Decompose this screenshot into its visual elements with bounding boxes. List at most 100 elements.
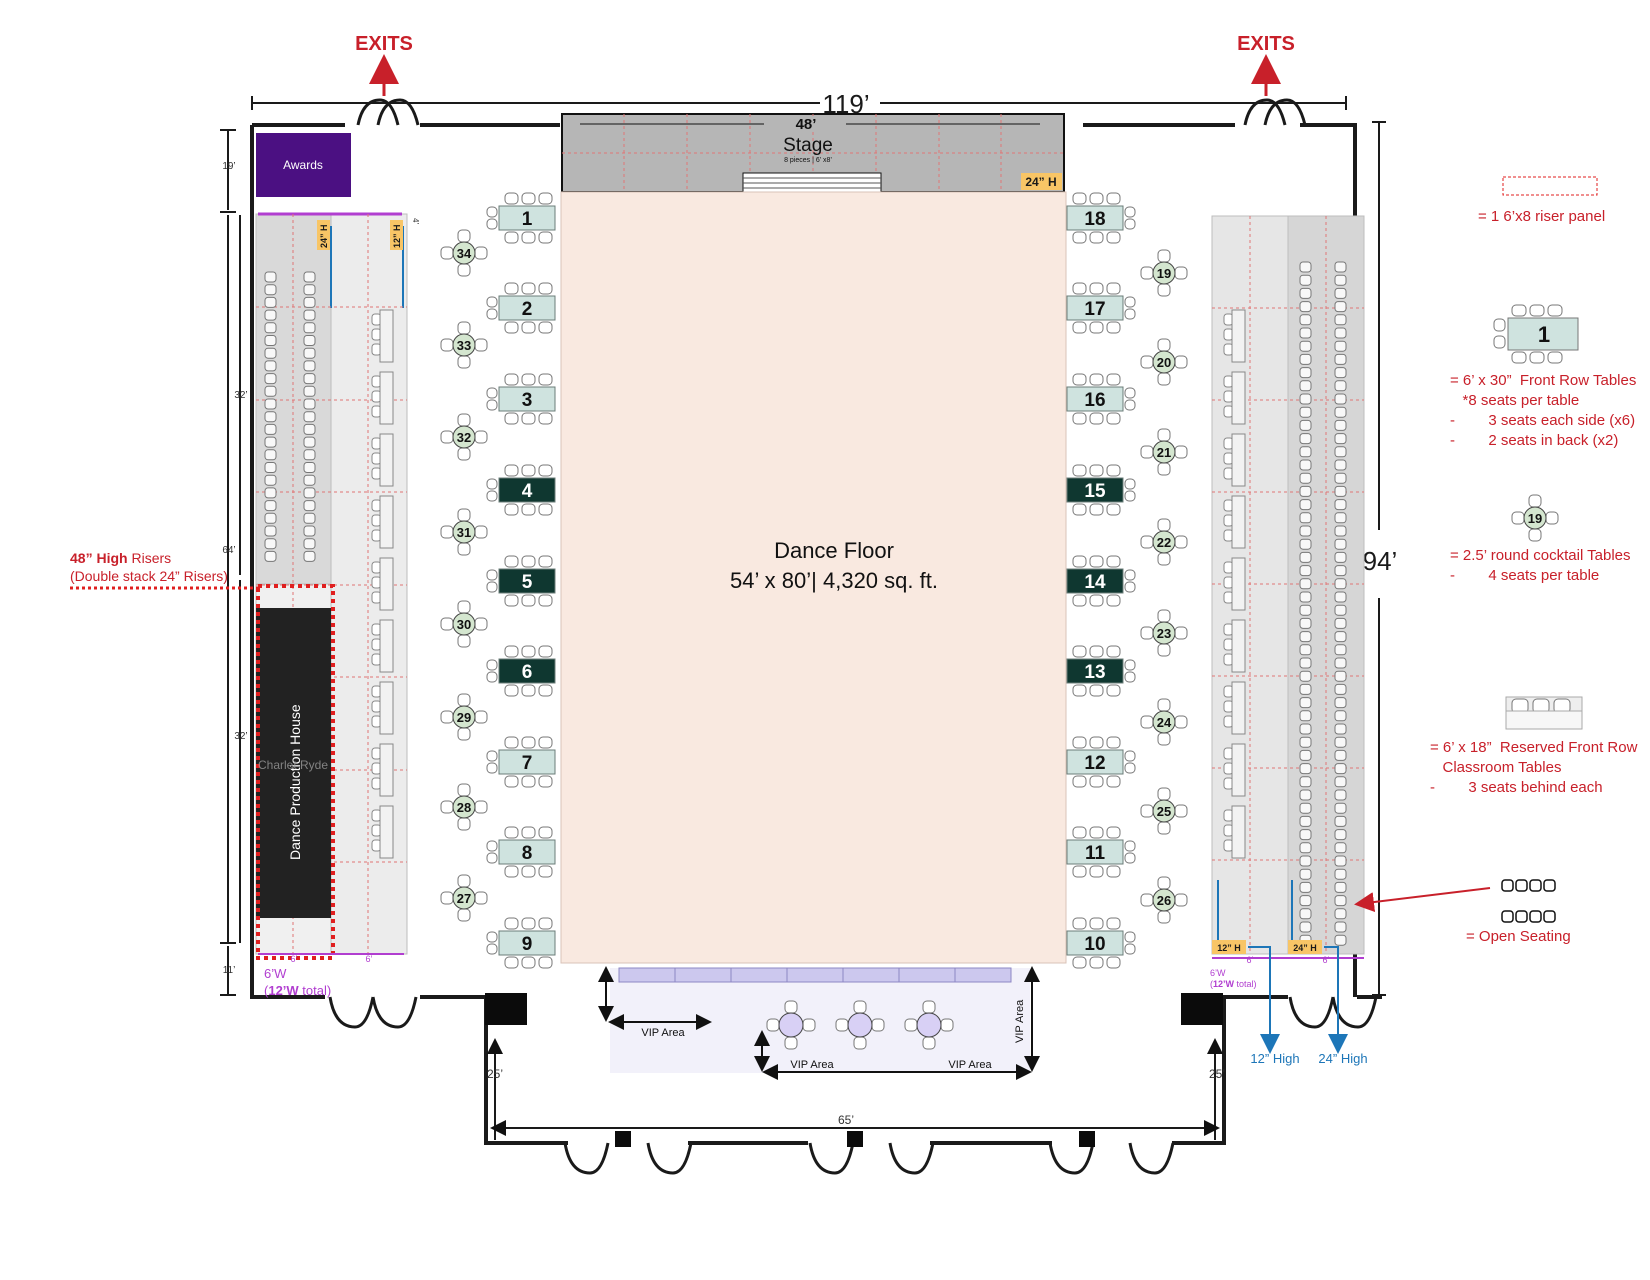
chair — [521, 594, 536, 607]
riser-chair — [264, 335, 277, 346]
chair — [1157, 338, 1171, 352]
vip-area — [598, 966, 1040, 1080]
chair — [504, 826, 519, 839]
riser-chair — [303, 296, 316, 308]
chair — [486, 296, 498, 308]
legend-cocktail-1: = 2.5’ round cocktail Tables — [1450, 547, 1631, 564]
cocktail-table-30: 30 — [440, 600, 488, 648]
riser-chair — [1334, 604, 1347, 616]
chair — [1174, 266, 1188, 280]
height-dimension — [1372, 121, 1386, 996]
riser-chair — [1299, 776, 1312, 788]
riser-chair — [1334, 353, 1347, 365]
chair — [1106, 321, 1121, 334]
table-number: 4 — [522, 481, 533, 502]
chair — [1089, 282, 1104, 295]
chair — [1140, 715, 1154, 729]
vip-label-1: VIP Area — [641, 1027, 685, 1039]
table-top — [1231, 495, 1246, 549]
riser-chair — [1299, 631, 1312, 643]
tag-24-right — [1288, 940, 1322, 954]
riser-callout: 48” High Risers — [70, 550, 171, 566]
chair — [538, 464, 553, 477]
front-table-7: 7 — [486, 736, 556, 788]
riser-chair — [264, 462, 277, 473]
dim-32a: 32’ — [234, 390, 247, 401]
front-table-18: 18 — [1066, 192, 1136, 244]
front-table-1: 1 — [486, 192, 556, 244]
table-number: 7 — [522, 753, 533, 774]
table-number: 34 — [457, 246, 472, 261]
chair — [1089, 231, 1104, 244]
riser-chair — [264, 436, 277, 448]
chair — [486, 387, 498, 399]
riser-chair — [303, 411, 316, 423]
chair — [1174, 804, 1188, 818]
chair — [1106, 464, 1121, 477]
cocktail-table-23: 23 — [1140, 609, 1188, 657]
riser-chair — [1299, 499, 1312, 511]
right-classroom-tables — [1223, 309, 1246, 859]
table-number: 29 — [457, 710, 471, 725]
front-table-6: 6 — [486, 645, 556, 697]
chair — [1124, 296, 1136, 308]
room-walls — [250, 123, 1382, 1145]
riser-chair — [1299, 380, 1312, 392]
table-top — [1066, 658, 1124, 684]
left-width-note: 6’W — [264, 966, 287, 981]
chair — [474, 800, 488, 814]
chair — [504, 917, 519, 930]
chair — [457, 447, 471, 461]
table-top — [1066, 749, 1124, 775]
table-top — [1066, 477, 1124, 503]
riser-chair — [1334, 327, 1347, 339]
chair — [1072, 917, 1087, 930]
chair — [440, 525, 454, 539]
left-riser-6b: 6’ — [365, 954, 372, 964]
chair — [521, 684, 536, 697]
chair — [1106, 865, 1121, 878]
riser-chair — [1334, 433, 1347, 445]
chair — [1545, 511, 1559, 525]
chair — [1089, 555, 1104, 568]
left-riser-chairs — [264, 271, 316, 562]
front-table-14: 14 — [1066, 555, 1136, 607]
chair — [457, 263, 471, 277]
chair — [1072, 282, 1087, 295]
legend-front-row-2: *8 seats per table — [1450, 392, 1580, 409]
cocktail-table-19: 19 — [1511, 494, 1559, 542]
front-table-17: 17 — [1066, 282, 1136, 334]
chair — [1157, 518, 1171, 532]
classroom-table — [371, 433, 394, 487]
riser-chair — [303, 284, 316, 296]
table-number: 8 — [522, 843, 533, 864]
riser-chair — [303, 347, 316, 359]
legend-classroom-1: = 6’ x 18” Reserved Front Row — [1430, 739, 1638, 756]
left-total-bold: 12’W — [268, 983, 299, 998]
chair — [922, 1000, 936, 1014]
chair — [504, 865, 519, 878]
riser-chair — [264, 538, 277, 550]
table-top — [379, 619, 394, 673]
chair — [1072, 464, 1087, 477]
chair — [1511, 511, 1525, 525]
chair — [504, 412, 519, 425]
tag-24-left — [317, 220, 330, 250]
chair — [1174, 445, 1188, 459]
tag-12-left-text: 12” H — [392, 224, 402, 248]
chair — [538, 826, 553, 839]
chair — [1106, 684, 1121, 697]
dim-25-right: 25’ — [1209, 1067, 1225, 1081]
chair — [486, 308, 498, 320]
table-top — [498, 839, 556, 865]
legend-front-row-4: - 2 seats in back (x2) — [1450, 432, 1619, 449]
table-top — [379, 743, 394, 797]
chair — [1157, 643, 1171, 657]
tag-12-left — [390, 220, 403, 250]
cocktail-table-22: 22 — [1140, 518, 1188, 566]
riser-chair — [1334, 710, 1347, 722]
riser-chair — [1299, 578, 1312, 590]
table-number: 16 — [1084, 390, 1105, 411]
table-top — [1066, 930, 1124, 956]
